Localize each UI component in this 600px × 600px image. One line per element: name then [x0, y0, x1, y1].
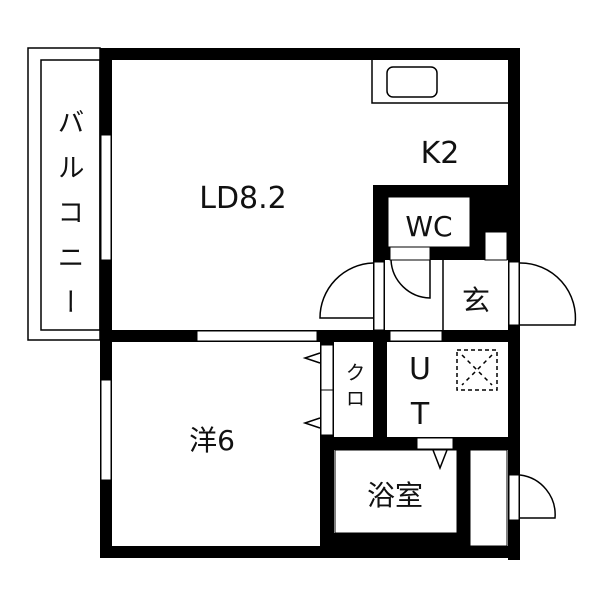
- door-small: [519, 474, 556, 519]
- entrance-label: 玄: [462, 284, 490, 317]
- kitchen-label: K2: [421, 136, 460, 171]
- ld-label: LD8.2: [199, 181, 287, 216]
- balcony-label: バルコニー: [53, 108, 84, 333]
- door-entrance: [519, 262, 577, 326]
- fixtures: [302, 60, 577, 519]
- closet-label: クロ: [342, 362, 366, 414]
- bath-label: 浴室: [367, 479, 423, 512]
- washer-space-icon: [456, 349, 498, 391]
- openings: [100, 134, 520, 547]
- wc-label: WC: [405, 210, 452, 243]
- door-wc: [390, 259, 431, 299]
- door-ld: [319, 262, 374, 319]
- western-label: 洋6: [189, 424, 235, 457]
- utility-label: UT: [403, 352, 438, 442]
- sink-icon: [386, 66, 438, 98]
